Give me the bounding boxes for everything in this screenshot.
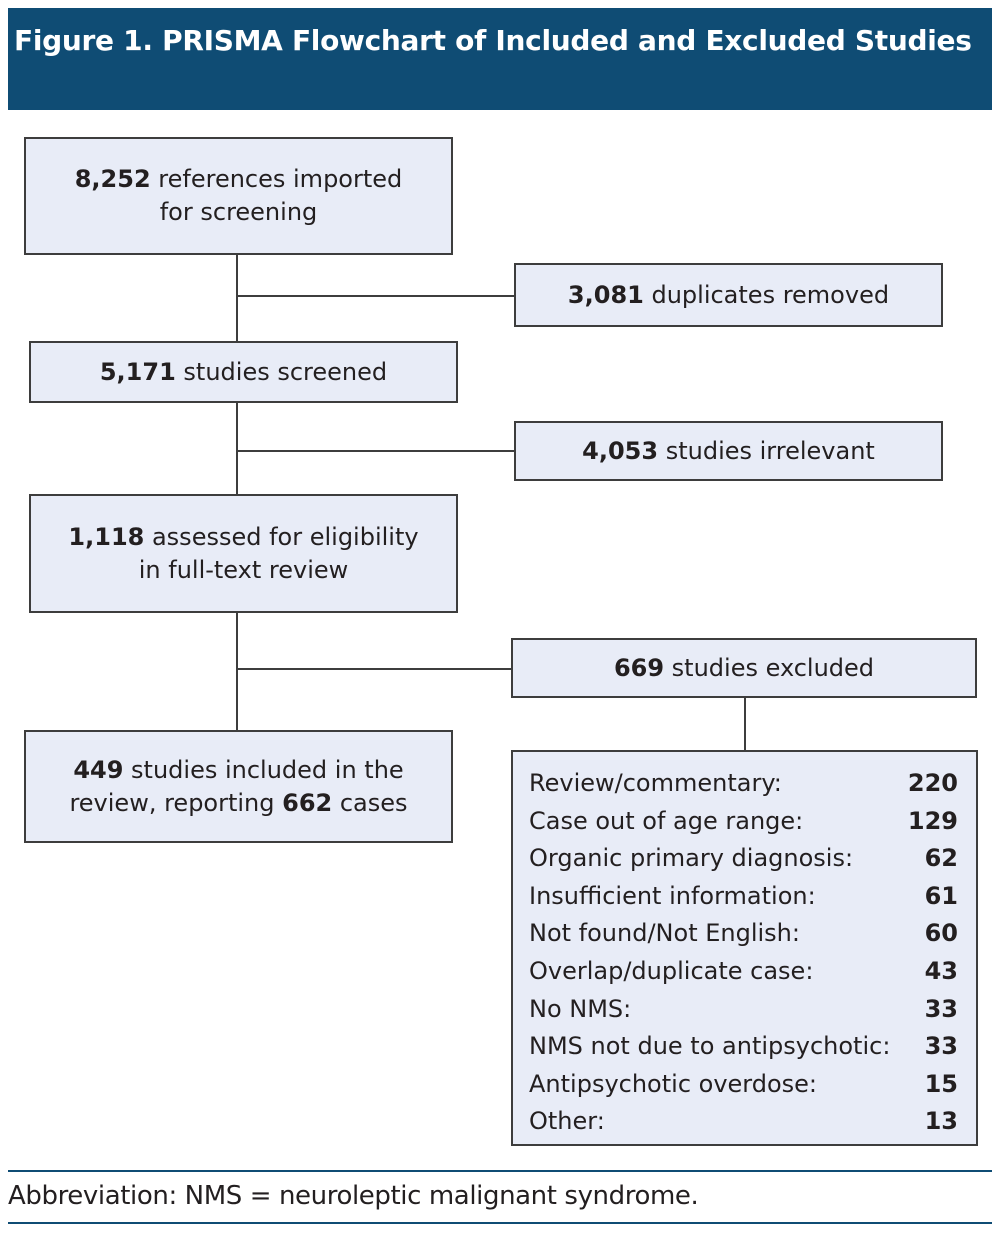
reason-label: NMS not due to antipsychotic: bbox=[529, 1032, 891, 1061]
exclusion-reason-row: Case out of age range: 129 bbox=[529, 803, 958, 841]
reason-label: Not found/Not English: bbox=[529, 919, 800, 948]
reason-value: 62 bbox=[924, 844, 958, 873]
box-studies-included: 449 studies included in the review, repo… bbox=[24, 730, 453, 843]
reason-value: 60 bbox=[924, 919, 958, 948]
reason-label: Review/commentary: bbox=[529, 769, 782, 797]
excluded-count: 669 bbox=[613, 653, 665, 682]
reason-label: Other: bbox=[529, 1107, 605, 1136]
exclusion-reason-row: Other: 13 bbox=[529, 1103, 958, 1141]
exclusion-reason-row: No NMS: 33 bbox=[529, 991, 958, 1029]
connector-main-3 bbox=[236, 612, 238, 731]
included-line2-post: cases bbox=[332, 788, 408, 817]
reason-label: No NMS: bbox=[529, 994, 632, 1023]
reason-value: 15 bbox=[924, 1069, 958, 1098]
connector-main-1 bbox=[236, 254, 238, 342]
duplicates-count: 3,081 bbox=[567, 280, 644, 309]
irrelevant-text: studies irrelevant bbox=[658, 436, 875, 465]
imported-line1: references imported bbox=[150, 165, 403, 193]
box-studies-irrelevant: 4,053 studies irrelevant bbox=[514, 421, 943, 481]
assessed-count: 1,118 bbox=[68, 522, 145, 551]
exclusion-reason-row: Antipsychotic overdose: 15 bbox=[529, 1066, 958, 1104]
duplicates-text: duplicates removed bbox=[643, 280, 890, 309]
reason-label: Antipsychotic overdose: bbox=[529, 1069, 818, 1098]
box-studies-screened: 5,171 studies screened bbox=[29, 341, 458, 403]
exclusion-reason-row: Insufficient information: 61 bbox=[529, 878, 958, 916]
footnote-abbreviation: Abbreviation: NMS = neuroleptic malignan… bbox=[8, 1181, 699, 1211]
figure-header: Figure 1. PRISMA Flowchart of Included a… bbox=[8, 8, 992, 110]
included-count: 449 bbox=[73, 755, 124, 784]
irrelevant-count: 4,053 bbox=[582, 436, 659, 465]
exclusion-reason-row: Review/commentary: 220 bbox=[529, 765, 958, 803]
exclusion-reasons-list: Review/commentary: 220 Case out of age ra… bbox=[511, 750, 978, 1146]
reason-value: 61 bbox=[924, 881, 958, 910]
screened-text: studies screened bbox=[175, 357, 388, 386]
box-studies-excluded: 669 studies excluded bbox=[511, 638, 977, 698]
connector-branch-excluded bbox=[236, 668, 512, 670]
connector-excluded-to-reasons bbox=[744, 697, 746, 750]
reason-label: Insufficient information: bbox=[529, 881, 816, 910]
imported-line2: for screening bbox=[159, 198, 318, 226]
included-cases: 662 bbox=[282, 788, 333, 817]
assessed-line1: assessed for eligibility bbox=[144, 522, 419, 551]
footnote-bottom-rule bbox=[8, 1222, 992, 1224]
included-line2-pre: review, reporting bbox=[69, 788, 283, 817]
connector-branch-duplicates bbox=[236, 295, 515, 297]
included-line1: studies included in the bbox=[123, 755, 404, 784]
imported-count: 8,252 bbox=[74, 165, 151, 193]
reason-value: 33 bbox=[924, 1032, 958, 1061]
box-duplicates-removed: 3,081 duplicates removed bbox=[514, 263, 943, 327]
reason-value: 43 bbox=[924, 956, 958, 985]
box-assessed-eligibility: 1,118 assessed for eligibility in full-t… bbox=[29, 494, 458, 613]
figure-title: Figure 1. PRISMA Flowchart of Included a… bbox=[14, 24, 972, 57]
exclusion-reason-row: Overlap/duplicate case: 43 bbox=[529, 953, 958, 991]
exclusion-reason-row: NMS not due to antipsychotic: 33 bbox=[529, 1028, 958, 1066]
reason-value: 13 bbox=[924, 1107, 958, 1136]
reason-label: Organic primary diagnosis: bbox=[529, 844, 854, 873]
assessed-line2: in full-text review bbox=[138, 555, 349, 584]
connector-branch-irrelevant bbox=[236, 450, 515, 452]
reason-value: 220 bbox=[907, 769, 958, 797]
box-references-imported: 8,252 references imported for screening bbox=[24, 137, 453, 255]
screened-count: 5,171 bbox=[99, 357, 176, 386]
reason-label: Overlap/duplicate case: bbox=[529, 956, 814, 985]
footnote-top-rule bbox=[8, 1170, 992, 1172]
exclusion-reason-row: Organic primary diagnosis: 62 bbox=[529, 840, 958, 878]
connector-main-2 bbox=[236, 402, 238, 495]
reason-value: 33 bbox=[924, 994, 958, 1023]
excluded-text: studies excluded bbox=[664, 653, 875, 682]
reason-value: 129 bbox=[907, 806, 958, 835]
reason-label: Case out of age range: bbox=[529, 806, 804, 835]
exclusion-reason-row: Not found/Not English: 60 bbox=[529, 915, 958, 953]
